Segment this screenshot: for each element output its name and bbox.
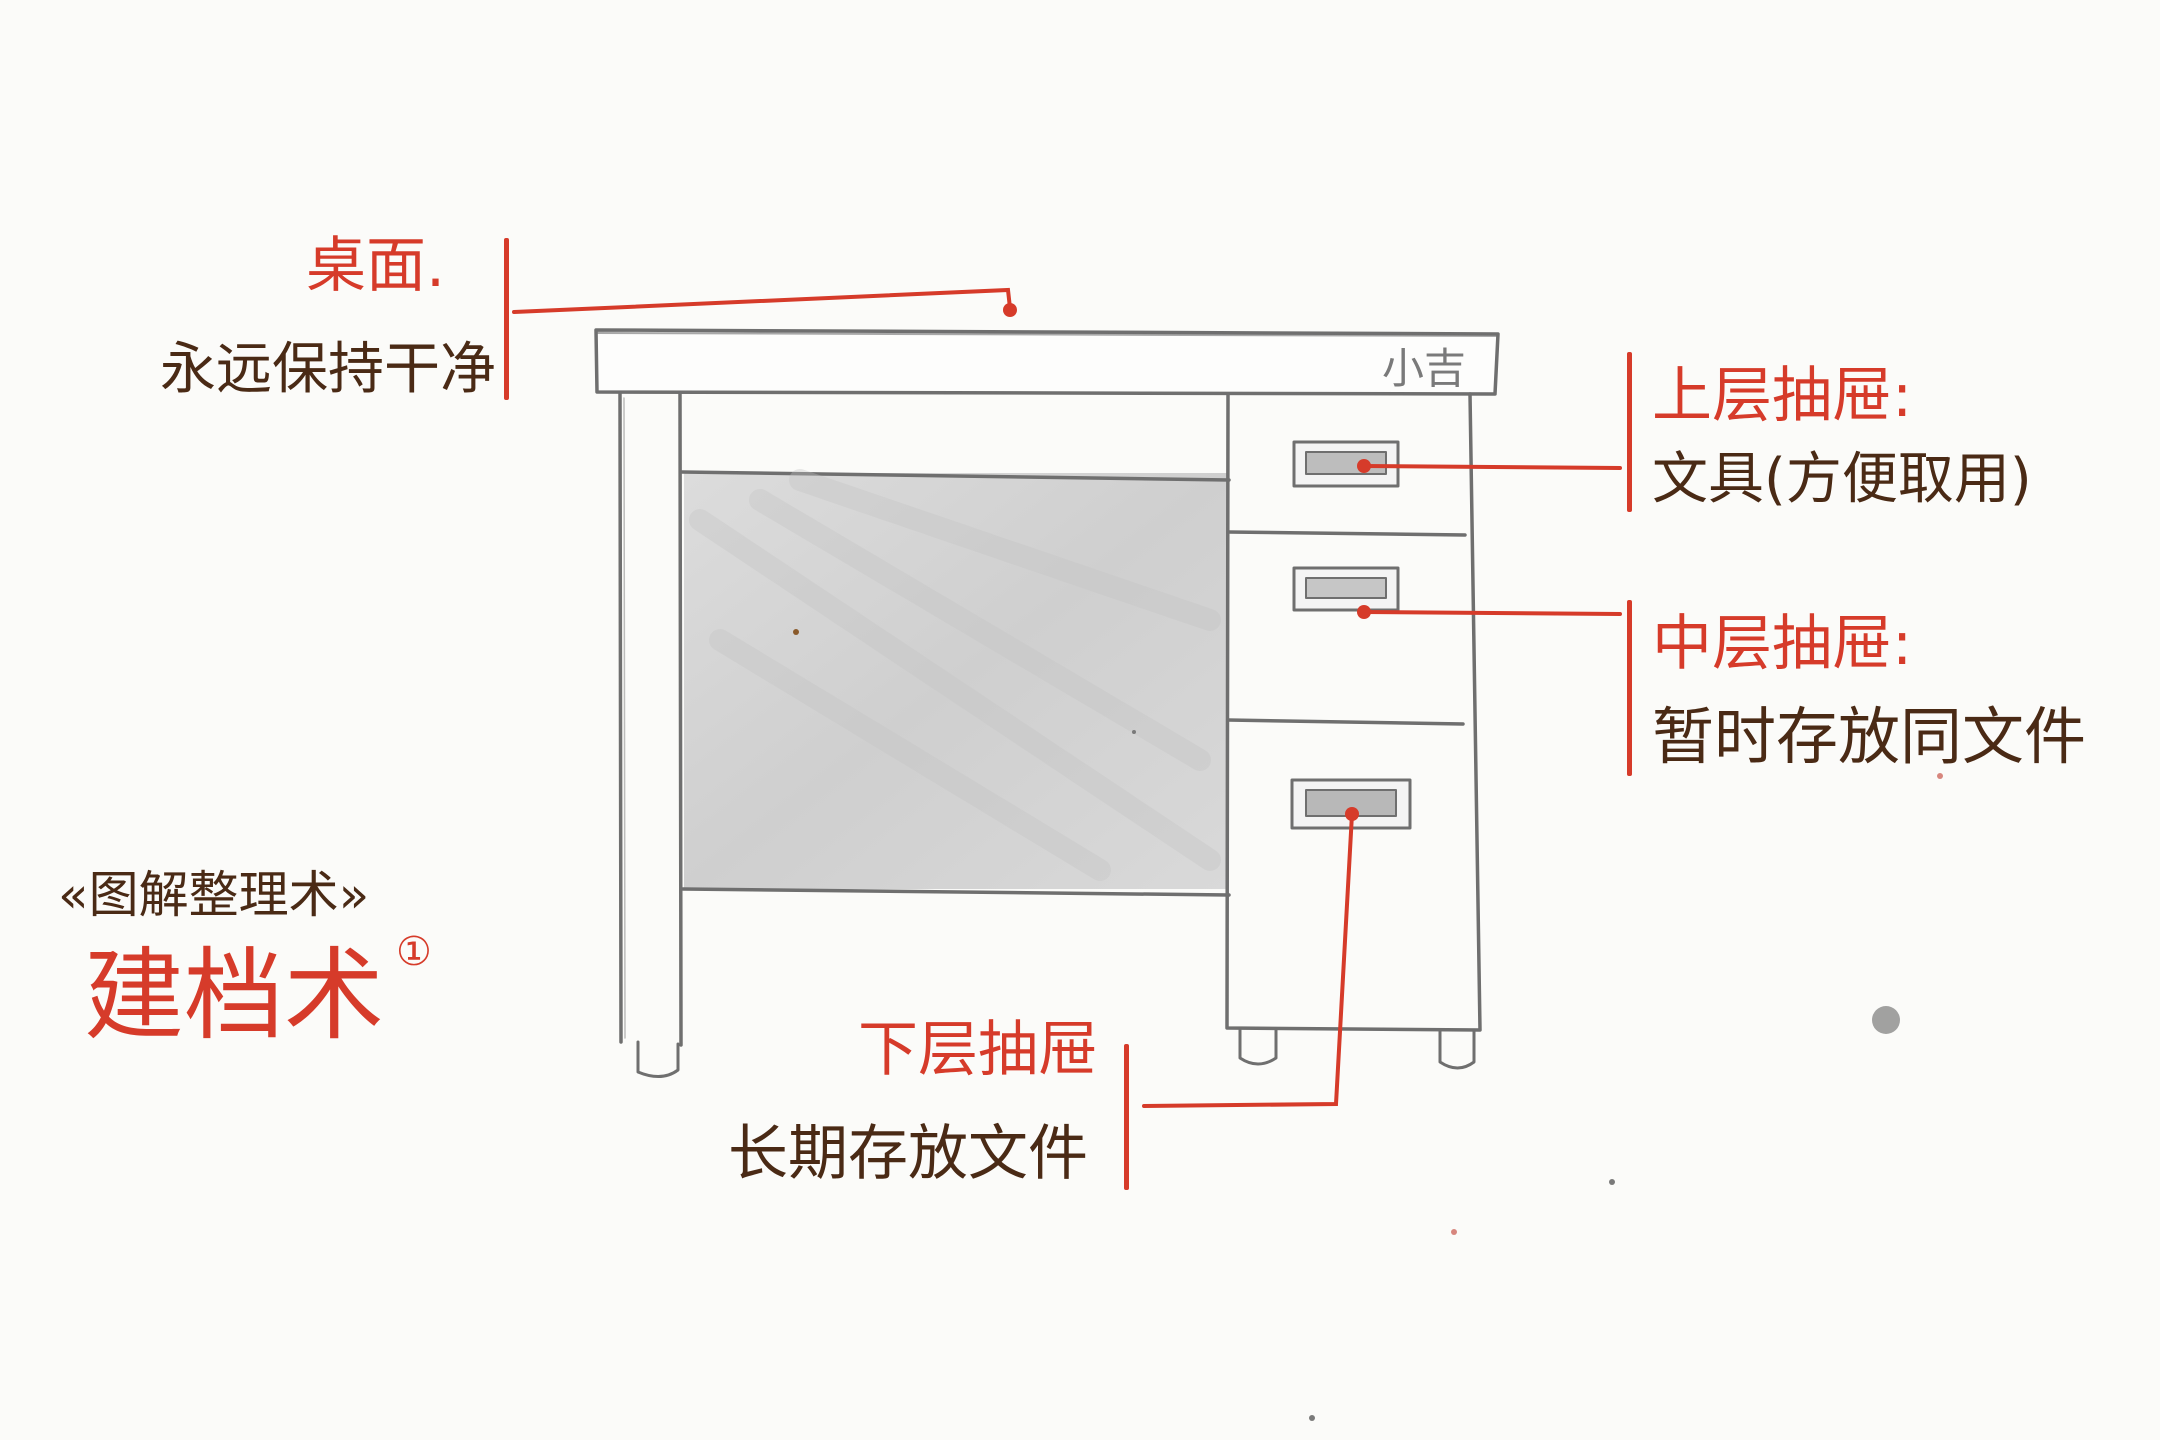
drawer-top xyxy=(1226,530,1467,537)
top-drawer-desc: 文具(方便取用) xyxy=(1652,447,2032,512)
drawer-pedestal xyxy=(1225,392,1482,1032)
top-drawer-bracket xyxy=(1627,352,1632,512)
middle-drawer-desc: 暂时存放同文件 xyxy=(1652,700,2087,773)
desktop-desc: 永远保持干净 xyxy=(160,337,496,402)
bottom-drawer-desc: 长期存放文件 xyxy=(728,1119,1088,1189)
top-drawer-dot xyxy=(1357,459,1371,473)
desktop-title: 桌面. xyxy=(306,231,446,301)
book-subtitle: 建档术 xyxy=(84,937,384,1054)
middle-drawer-title: 中层抽屉: xyxy=(1652,609,1913,679)
desk-top xyxy=(594,328,1500,396)
bottom-drawer-dot xyxy=(1345,807,1359,821)
drawer-middle xyxy=(1226,718,1465,726)
book-number: ① xyxy=(396,929,432,975)
middle-drawer-dot xyxy=(1357,605,1371,619)
desk-sketch xyxy=(594,328,1500,1078)
signature: 小吉 xyxy=(1382,344,1467,393)
desktop-bracket xyxy=(504,238,509,400)
paper-specks xyxy=(793,629,1943,1421)
leader-lines xyxy=(512,287,1622,1108)
leader-dots xyxy=(1003,303,1371,821)
middle-drawer-leader xyxy=(1362,610,1622,616)
middle-drawer-bracket xyxy=(1627,600,1632,776)
desktop-dot xyxy=(1003,303,1017,317)
desktop-leader xyxy=(512,287,1012,314)
bottom-drawer-bracket xyxy=(1124,1044,1129,1190)
book-series-title: «图解整理术» xyxy=(58,866,370,924)
desk-back-panel xyxy=(684,473,1228,889)
bottom-drawer-title: 下层抽屉 xyxy=(858,1015,1098,1085)
top-drawer-leader xyxy=(1362,464,1622,470)
top-drawer-title: 上层抽屉: xyxy=(1652,361,1913,431)
bottom-drawer-leader xyxy=(1142,812,1354,1108)
desk-left-leg xyxy=(618,392,683,1047)
